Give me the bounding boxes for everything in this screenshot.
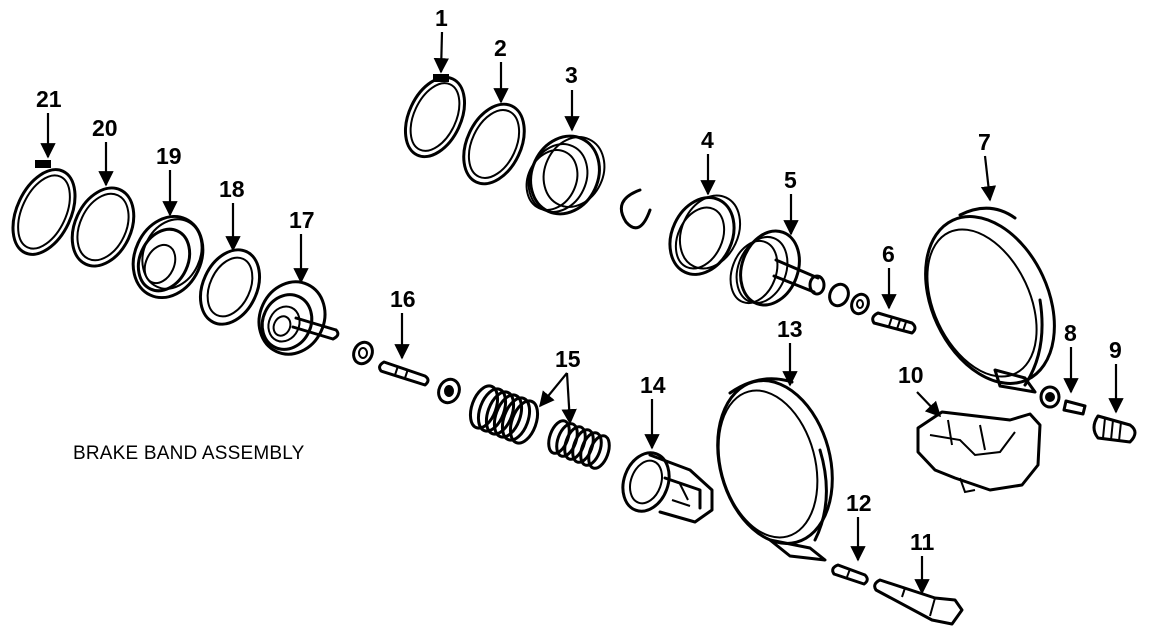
part-11-adjuster: [873, 578, 964, 626]
part-6-bolt: [871, 311, 917, 335]
callout-18: 18: [219, 176, 245, 252]
part-2-ring: [462, 102, 526, 186]
callout-19: 19: [156, 143, 182, 217]
part-13-brake-band: [716, 377, 834, 562]
washers-pair: [828, 282, 870, 316]
part-5-piston: [729, 229, 826, 307]
svg-text:21: 21: [36, 86, 62, 112]
svg-text:1: 1: [435, 5, 448, 31]
callout-13: 13: [777, 316, 803, 387]
part-21-snap-ring: [11, 160, 77, 256]
part-19-piston: [131, 214, 205, 300]
svg-text:2: 2: [494, 35, 507, 61]
svg-text:13: 13: [777, 316, 803, 342]
spring-large: [468, 384, 540, 445]
svg-text:11: 11: [910, 529, 935, 555]
callout-20: 20: [92, 115, 118, 187]
svg-text:16: 16: [390, 286, 416, 312]
callout-7: 7: [978, 129, 997, 202]
svg-text:15: 15: [555, 346, 581, 372]
svg-text:4: 4: [701, 127, 714, 153]
diagram-caption: BRAKE BAND ASSEMBLY: [73, 443, 305, 464]
part-14-servo-cover: [621, 451, 714, 524]
callout-3: 3: [564, 62, 580, 132]
part-15-springs: [468, 384, 611, 470]
part-4-ring: [668, 194, 742, 276]
washer-medium: [437, 377, 461, 405]
svg-text:8: 8: [1064, 320, 1077, 346]
callout-5: 5: [783, 167, 799, 236]
callout-12: 12: [846, 490, 872, 562]
svg-text:3: 3: [565, 62, 578, 88]
svg-text:9: 9: [1109, 337, 1122, 363]
callout-1: 1: [433, 5, 450, 74]
callout-14: 14: [640, 372, 666, 450]
svg-text:19: 19: [156, 143, 182, 169]
svg-text:5: 5: [784, 167, 797, 193]
part-12-pin: [831, 563, 869, 586]
part-18-seal: [198, 248, 262, 326]
svg-text:6: 6: [882, 241, 895, 267]
part-8-pin: [1039, 385, 1087, 416]
svg-text:10: 10: [898, 362, 924, 388]
callout-6: 6: [881, 241, 897, 310]
part-7-brake-band: [924, 206, 1056, 394]
part-17-servo-piston: [257, 280, 340, 356]
svg-text:18: 18: [219, 176, 245, 202]
part-10-bracket: [916, 410, 1042, 494]
callout-11: 11: [910, 529, 935, 595]
callout-4: 4: [700, 127, 716, 196]
callout-16: 16: [390, 286, 416, 360]
svg-text:17: 17: [289, 207, 315, 233]
snap-ring-small: [619, 188, 652, 230]
part-1-snap-ring: [403, 74, 467, 159]
part-9-plug: [1092, 414, 1137, 444]
part-20-ring: [70, 186, 136, 268]
part-16-pin: [378, 360, 430, 387]
svg-text:20: 20: [92, 115, 118, 141]
svg-text:14: 14: [640, 372, 666, 398]
callout-9: 9: [1108, 337, 1124, 414]
callout-2: 2: [493, 35, 509, 104]
svg-text:7: 7: [978, 129, 991, 155]
spring-small: [547, 419, 611, 470]
callout-15: 15: [539, 346, 581, 425]
callout-8: 8: [1063, 320, 1079, 394]
callout-10: 10: [898, 362, 942, 418]
callout-17: 17: [289, 207, 315, 284]
callout-21: 21: [36, 86, 62, 159]
part-3-piston: [525, 134, 606, 216]
washer-small: [352, 340, 374, 366]
svg-text:12: 12: [846, 490, 872, 516]
